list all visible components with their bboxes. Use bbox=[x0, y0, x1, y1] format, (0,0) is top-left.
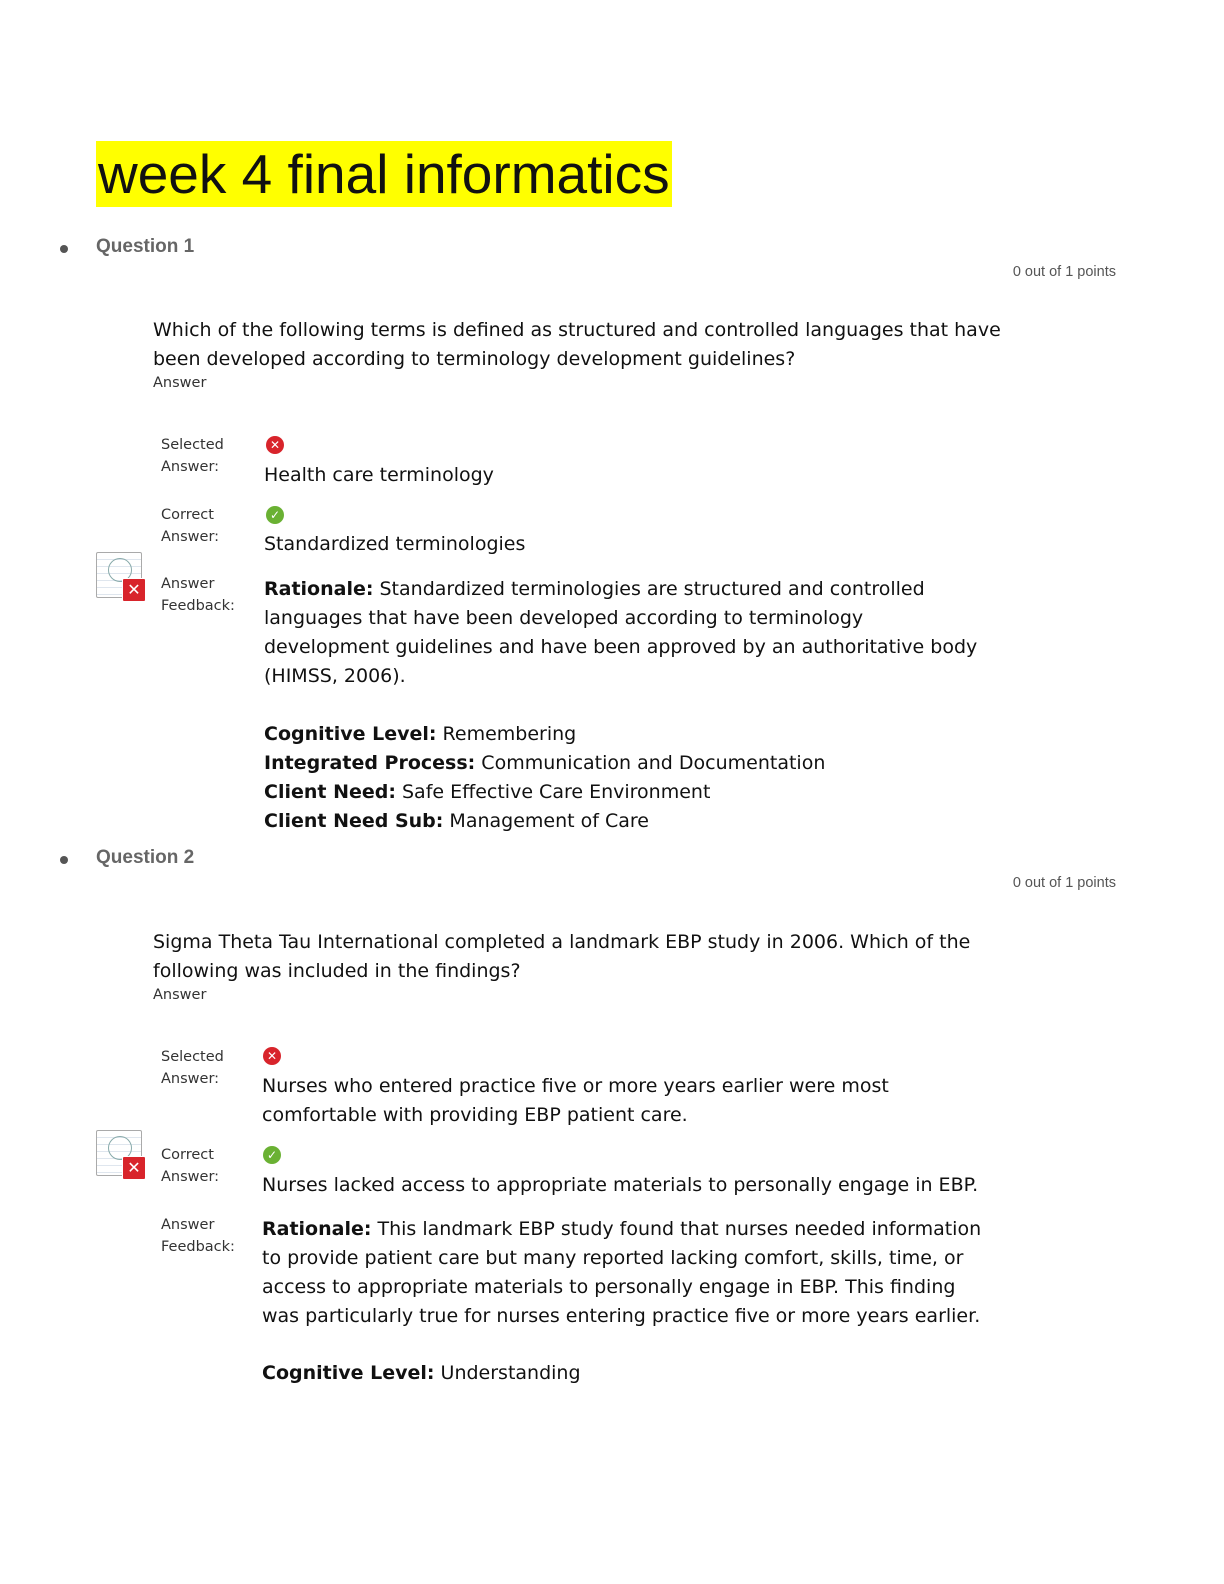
bullet bbox=[60, 245, 68, 253]
incorrect-icon: ✕ bbox=[266, 436, 284, 454]
incorrect-grade-icon: ✕ bbox=[96, 552, 148, 602]
meta-line: Client Need: Safe Effective Care Environ… bbox=[264, 781, 711, 803]
meta-line: Integrated Process: Communication and Do… bbox=[264, 752, 826, 774]
meta-line: Client Need Sub: Management of Care bbox=[264, 810, 649, 832]
rationale-text: Standardized terminologies are structure… bbox=[264, 578, 978, 687]
selected-answer: Health care terminology bbox=[264, 464, 494, 486]
answer-heading: Answer bbox=[153, 987, 207, 1003]
question-1-label: Question 1 bbox=[96, 236, 195, 257]
question-2-points: 0 out of 1 points bbox=[1012, 875, 1116, 891]
correct-icon: ✓ bbox=[266, 506, 284, 524]
answer-feedback: Rationale: Standardized terminologies ar… bbox=[264, 575, 994, 691]
document-title: week 4 final informatics bbox=[96, 141, 672, 207]
correct-answer: Standardized terminologies bbox=[264, 533, 526, 555]
rationale-label: Rationale: bbox=[262, 1218, 372, 1240]
question-2-label: Question 2 bbox=[96, 847, 195, 868]
question-1-points: 0 out of 1 points bbox=[1012, 264, 1116, 280]
incorrect-grade-icon: ✕ bbox=[96, 1130, 148, 1180]
bullet bbox=[60, 856, 68, 864]
answer-heading: Answer bbox=[153, 375, 207, 391]
rationale-text: This landmark EBP study found that nurse… bbox=[262, 1218, 982, 1327]
correct-answer: Nurses lacked access to appropriate mate… bbox=[262, 1174, 979, 1196]
rationale-label: Rationale: bbox=[264, 578, 374, 600]
meta-line: Cognitive Level: Remembering bbox=[264, 723, 577, 745]
question-meta: Cognitive Level: Understanding bbox=[262, 1359, 1002, 1388]
answer-feedback: Rationale: This landmark EBP study found… bbox=[262, 1215, 997, 1331]
incorrect-icon: ✕ bbox=[263, 1047, 281, 1065]
question-meta: Cognitive Level: Remembering Integrated … bbox=[264, 720, 1004, 836]
selected-answer: Nurses who entered practice five or more… bbox=[262, 1075, 889, 1126]
correct-icon: ✓ bbox=[263, 1146, 281, 1164]
question-1-text: Which of the following terms is defined … bbox=[153, 319, 1001, 370]
meta-line: Cognitive Level: Understanding bbox=[262, 1362, 581, 1384]
question-2-text: Sigma Theta Tau International completed … bbox=[153, 931, 971, 982]
